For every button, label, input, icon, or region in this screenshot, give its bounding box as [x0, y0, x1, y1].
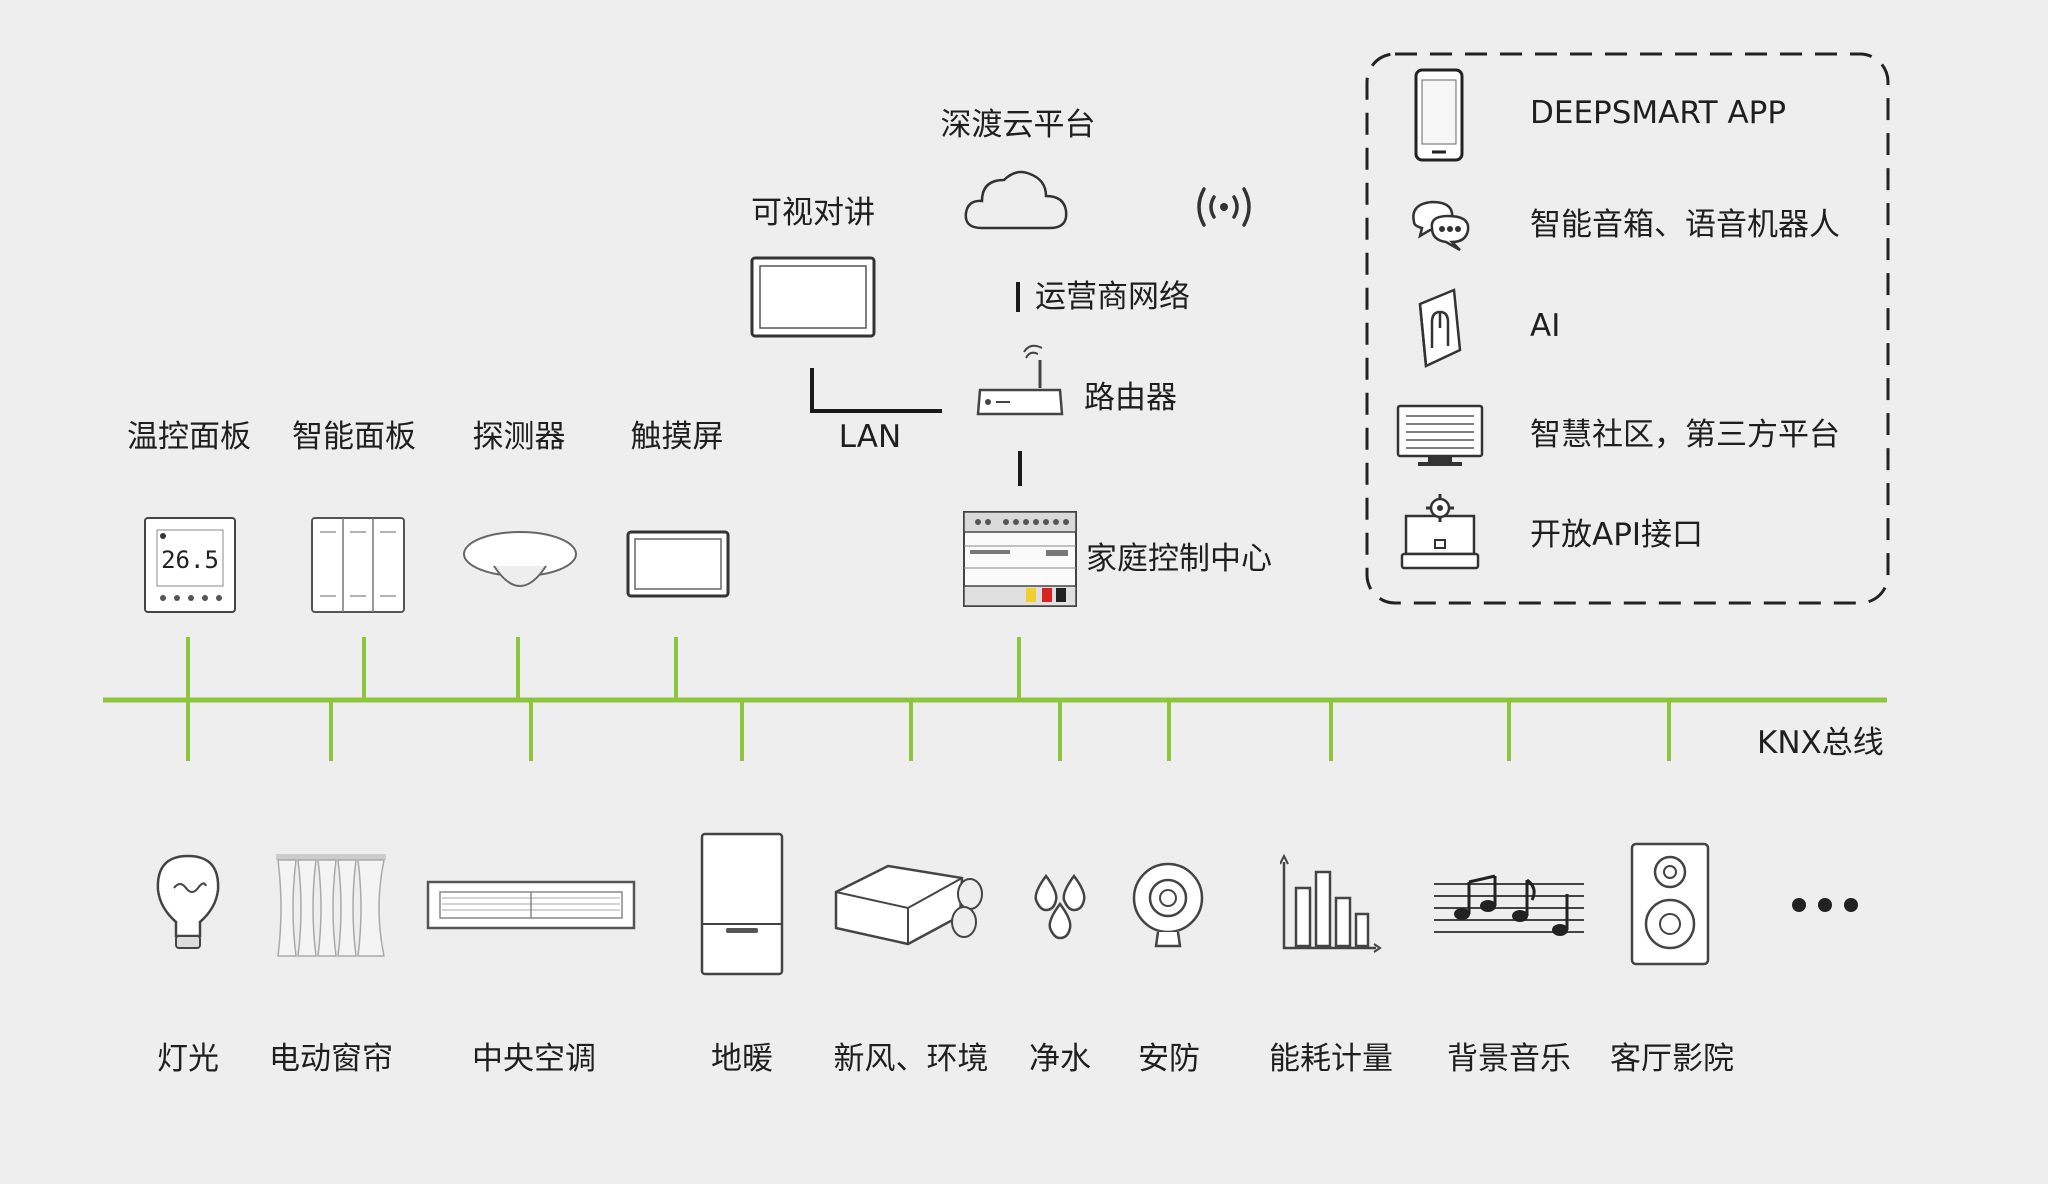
deepsmart-app-label: DEEPSMART APP: [1530, 95, 1787, 131]
electric-curtain-label: 电动窗帘: [269, 1041, 393, 1077]
lighting-label: 灯光: [157, 1041, 219, 1077]
smartphone-icon: [1414, 68, 1464, 162]
background-music-label: 背景音乐: [1447, 1041, 1571, 1077]
wireless-signal-icon: [1197, 187, 1251, 227]
lan-label: LAN: [838, 419, 902, 455]
energy-bar-chart-icon: [1280, 853, 1382, 953]
touch-screen-icon: [626, 530, 730, 598]
smart-speaker-label: 智能音箱、语音机器人: [1530, 207, 1840, 243]
lan-line: [810, 368, 942, 413]
smart-panel-label: 智能面板: [292, 419, 416, 455]
ai-label: AI: [1530, 308, 1561, 344]
home-theater-label: 客厅影院: [1610, 1041, 1734, 1077]
carrier-network-label: 运营商网络: [1035, 279, 1190, 315]
central-ac-label: 中央空调: [472, 1041, 596, 1077]
floor-heating-boiler-icon: [700, 832, 784, 976]
knx-bus-label: KNX总线: [1757, 725, 1884, 761]
smart-switch-panel-icon: [311, 517, 405, 613]
thermostat-display-value: 26.5: [161, 546, 219, 574]
floor-heating-label: 地暖: [711, 1041, 773, 1077]
more-dots-icon: [1792, 898, 1858, 912]
energy-metering-label: 能耗计量: [1269, 1041, 1393, 1077]
router-label: 路由器: [1084, 380, 1177, 416]
ai-book-icon: [1418, 288, 1462, 368]
home-controller-icon: [963, 511, 1077, 607]
router-icon: [976, 344, 1064, 416]
chat-bubbles-icon: [1412, 200, 1470, 252]
cloud-platform-label: 深渡云平台: [940, 107, 1096, 143]
smart-community-label: 智慧社区，第三方平台: [1530, 417, 1840, 453]
monitor-icon: [1396, 404, 1484, 466]
video-intercom-label: 可视对讲: [751, 195, 875, 231]
security-label: 安防: [1138, 1041, 1200, 1077]
detector-label: 探测器: [472, 419, 566, 455]
curtain-icon: [276, 854, 386, 957]
home-control-center-label: 家庭控制中心: [1086, 541, 1272, 577]
ceiling-detector-icon: [463, 531, 577, 587]
light-bulb-icon: [156, 854, 220, 949]
video-intercom-icon: [750, 256, 876, 338]
knx-bus: [103, 637, 1887, 761]
thermostat-panel-label: 温控面板: [127, 419, 251, 455]
cloud-icon: [964, 170, 1068, 230]
services-dashed-box: [1365, 52, 1890, 605]
fresh-air-environment-label: 新风、环境: [833, 1041, 989, 1077]
speaker-icon: [1630, 842, 1710, 966]
touch-screen-label: 触摸屏: [630, 419, 724, 455]
open-api-label: 开放API接口: [1530, 517, 1704, 553]
fresh-air-unit-icon: [834, 864, 983, 946]
water-purification-label: 净水: [1029, 1041, 1091, 1077]
music-notes-icon: [1434, 874, 1584, 936]
security-camera-icon: [1132, 862, 1204, 948]
water-drops-icon: [1034, 874, 1086, 940]
api-device-icon: [1400, 494, 1480, 570]
thermostat-panel-icon: 26.5: [144, 517, 236, 613]
air-conditioner-icon: [426, 880, 636, 930]
